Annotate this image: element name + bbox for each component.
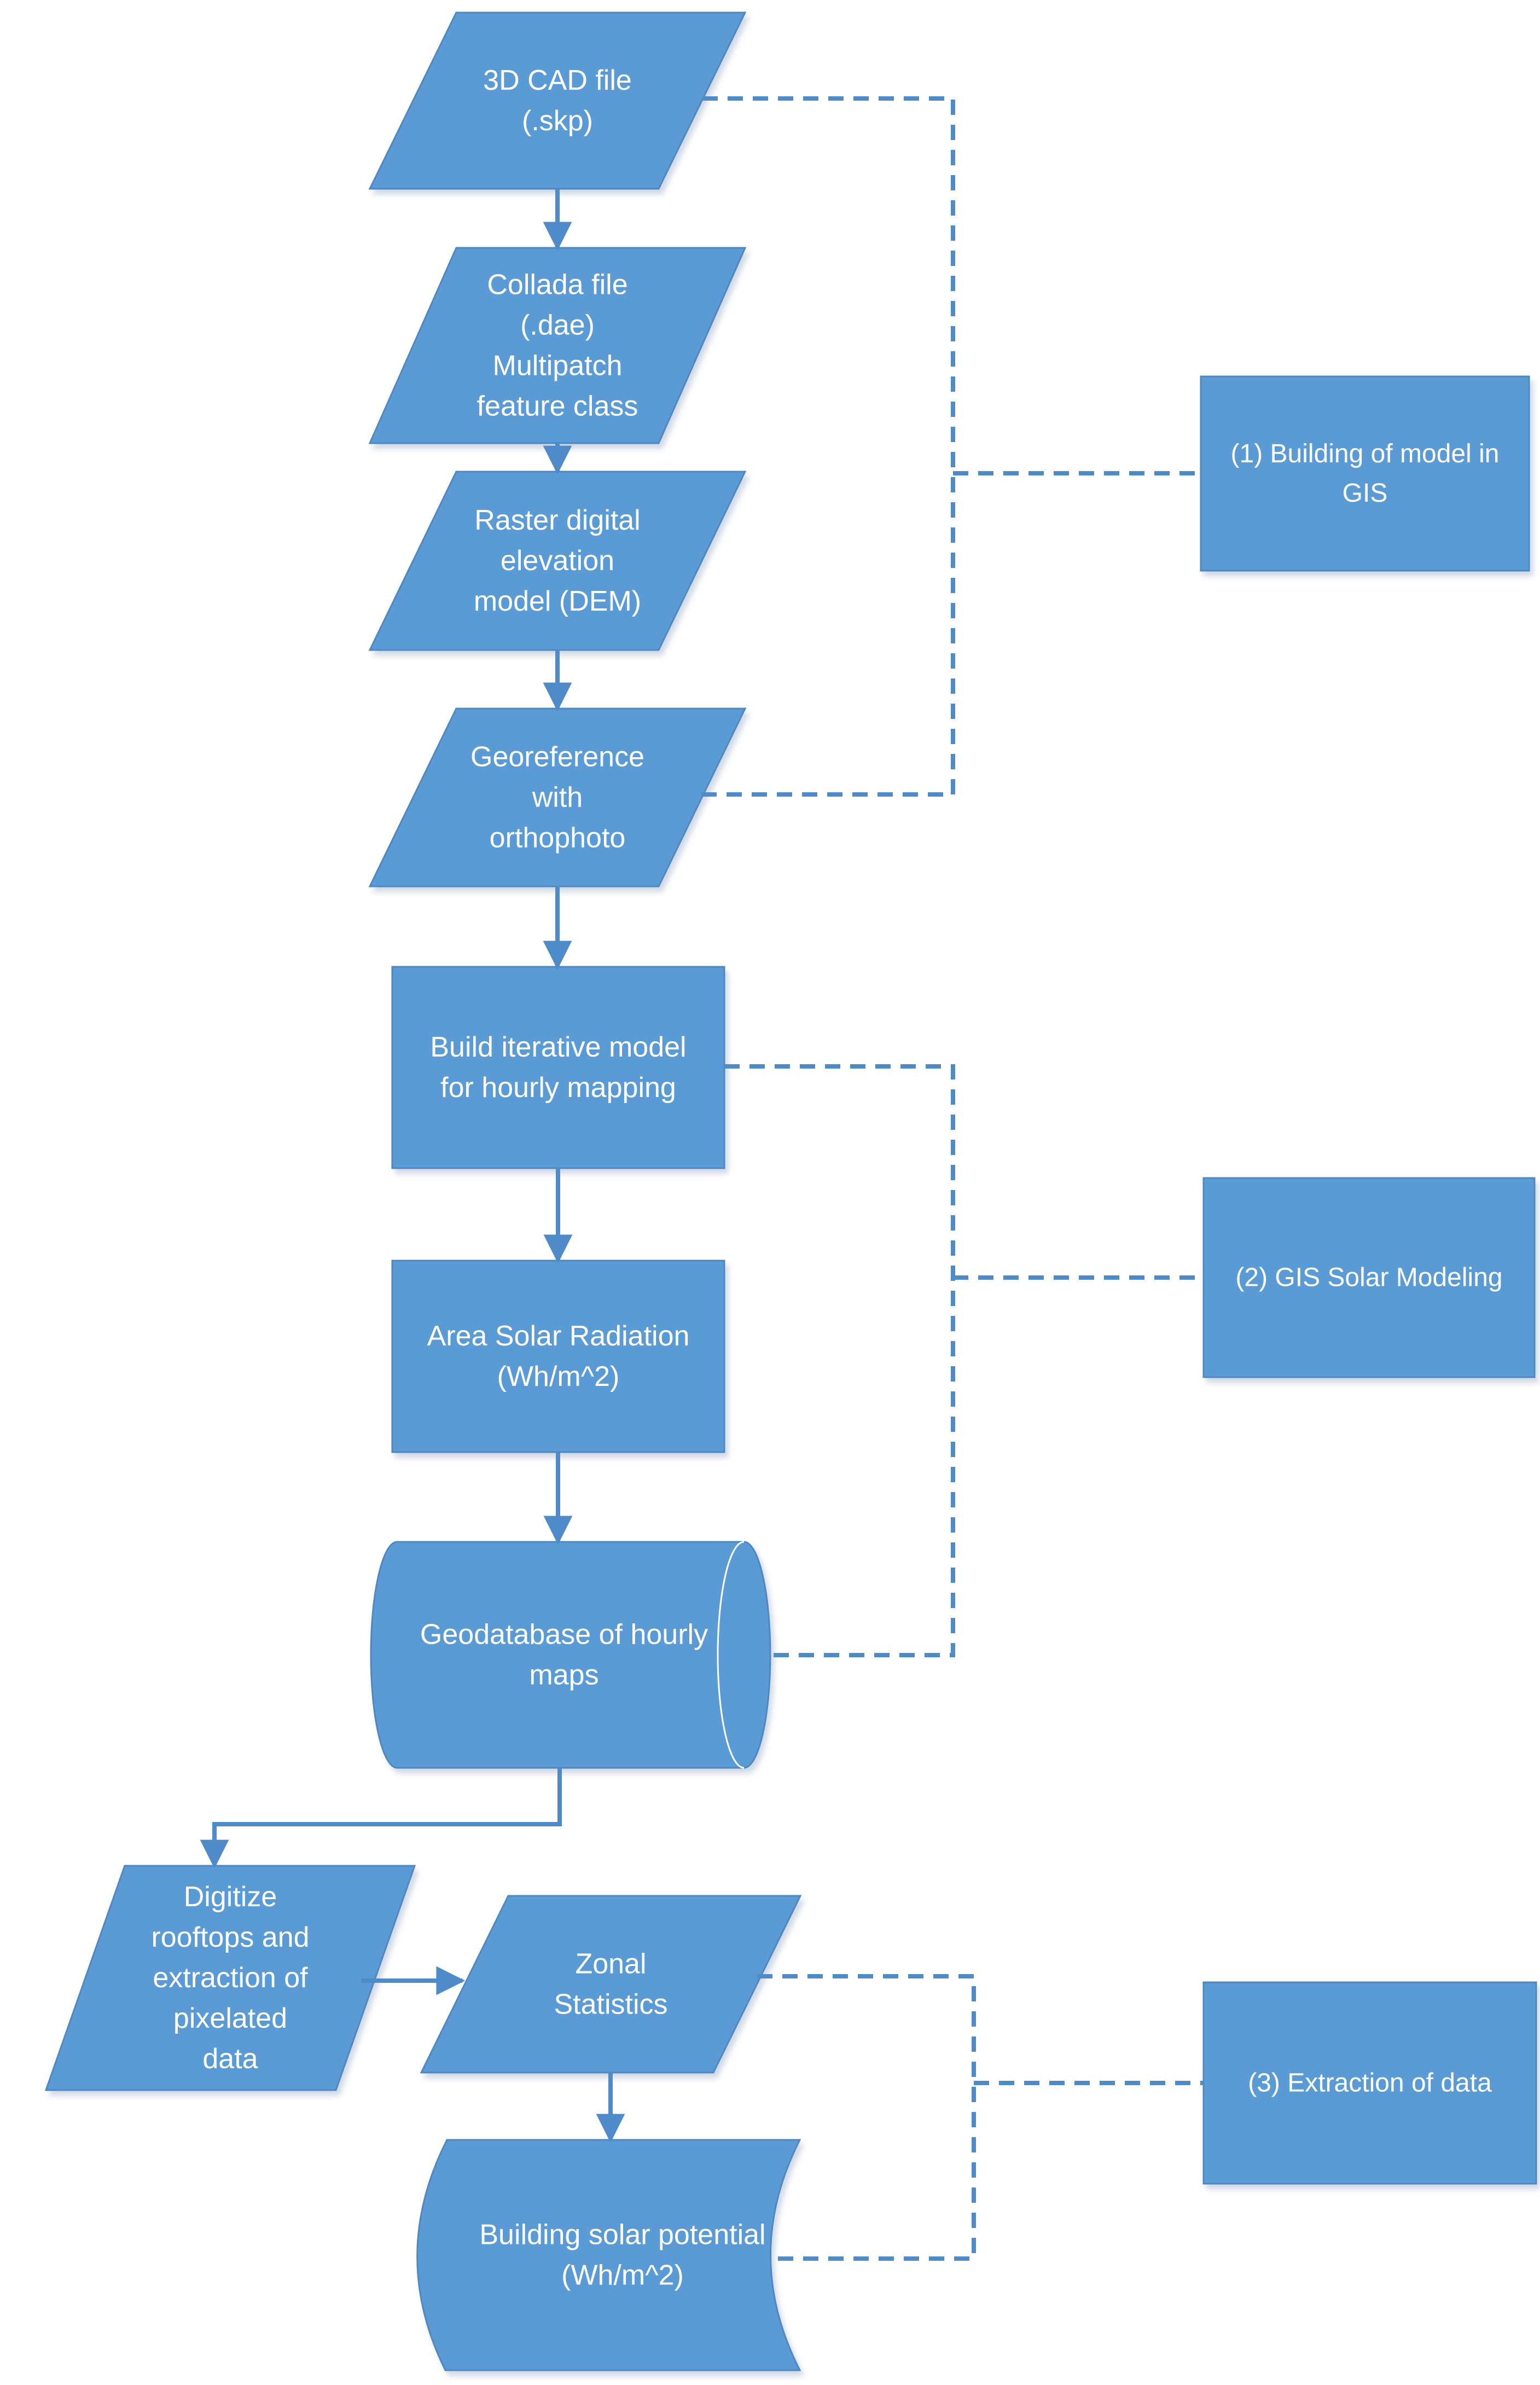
node-building-solar-potential [416,2139,801,2371]
node-raster-dem [368,471,747,651]
node-geodatabase-hourly-maps-cap-line [717,1541,745,1769]
arrow-geodatabase-to-digitize [200,1768,562,1869]
stage-label-1 [1200,375,1530,572]
stage-label-2 [1202,1177,1536,1378]
node-area-solar-radiation [391,1260,725,1453]
node-build-iterative-model [391,966,725,1169]
node-digitize-rooftops [44,1865,416,2091]
stage-label-3 [1202,1981,1537,2185]
node-zonal-statistics [420,1895,802,2074]
dashed-group-3 [757,1974,976,2261]
node-georeference [368,707,747,887]
dashed-group-1 [701,96,955,797]
node-collada-file [368,247,747,444]
node-3d-cad-file [368,11,747,190]
node-geodatabase-hourly-maps [370,1541,771,1769]
dashed-group-2 [724,1064,955,1657]
